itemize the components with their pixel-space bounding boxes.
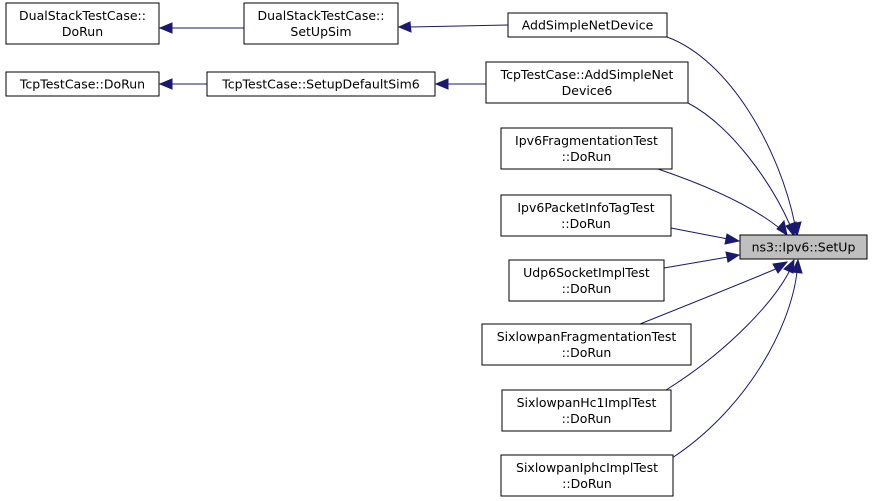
arrowhead-icon <box>724 233 741 245</box>
edge-line <box>671 271 798 459</box>
node-dual-setupsim[interactable]: DualStackTestCase::SetUpSim <box>243 2 399 45</box>
arrowhead-icon <box>776 219 788 237</box>
arrowhead-icon <box>158 22 173 34</box>
node-sixiphc-dorun[interactable]: SixlowpanIphcImplTest::DoRun <box>500 454 674 497</box>
node-label: ::DoRun <box>562 476 612 491</box>
node-label: AddSimpleNetDevice <box>522 18 654 33</box>
edge-ipv6-setup-to-sixhc1-dorun <box>665 258 795 391</box>
node-label: ::DoRun <box>561 216 611 231</box>
node-label: DoRun <box>62 24 103 39</box>
node-box <box>500 194 672 237</box>
edge-ipv6-setup-to-ipv6frag-dorun <box>657 168 788 237</box>
node-box <box>739 234 868 260</box>
arrowhead-icon <box>791 258 803 274</box>
node-box <box>508 259 665 302</box>
node-label: SixlowpanHc1ImplTest <box>517 395 657 410</box>
node-box <box>5 2 160 45</box>
node-label: TcpTestCase::DoRun <box>19 77 145 92</box>
edge-line <box>663 256 729 269</box>
node-addsimplenetdevice[interactable]: AddSimpleNetDevice <box>507 12 668 38</box>
arrowhead-icon <box>772 261 789 274</box>
edge-ipv6-setup-to-tcp-addsimplenetdevice6 <box>687 102 797 238</box>
edge-tcp-addsimplenetdevice6-to-tcp-setupdefaultsim6 <box>434 78 486 90</box>
node-box <box>500 454 674 497</box>
node-label: Ipv6PacketInfoTagTest <box>517 200 654 215</box>
arrowhead-icon <box>434 78 449 90</box>
node-box <box>500 127 673 170</box>
edge-line <box>670 227 729 240</box>
edge-ipv6-setup-to-udp6-dorun <box>663 251 741 269</box>
edge-line <box>666 36 796 226</box>
arrowhead-icon <box>397 21 412 33</box>
node-label: DualStackTestCase:: <box>258 8 385 23</box>
node-sixhc1-dorun[interactable]: SixlowpanHc1ImplTest::DoRun <box>501 389 672 432</box>
edge-tcp-setupdefaultsim6-to-tcp-dorun <box>158 78 207 90</box>
node-label: Udp6SocketImplTest <box>523 265 650 280</box>
edge-line <box>665 269 791 391</box>
node-box <box>243 2 399 45</box>
edge-ipv6-setup-to-sixfrag-dorun <box>639 261 789 325</box>
node-udp6-dorun[interactable]: Udp6SocketImplTest::DoRun <box>508 259 665 302</box>
node-box <box>507 12 668 38</box>
node-label: ::DoRun <box>562 411 612 426</box>
node-tcp-setupdefaultsim6[interactable]: TcpTestCase::SetupDefaultSim6 <box>206 71 436 97</box>
edge-line <box>639 267 779 325</box>
node-dual-dorun[interactable]: DualStackTestCase::DoRun <box>5 2 160 45</box>
edge-ipv6-setup-to-sixiphc-dorun <box>671 258 803 459</box>
arrowhead-icon <box>785 221 797 238</box>
node-label: ::DoRun <box>562 149 612 164</box>
node-label: Device6 <box>562 83 613 98</box>
edge-dual-setupsim-to-dual-dorun <box>158 22 244 34</box>
node-label: ::DoRun <box>562 281 612 296</box>
edge-ipv6-setup-to-ipv6pkt-dorun <box>670 227 741 245</box>
node-box <box>501 389 672 432</box>
node-label: SixlowpanIphcImplTest <box>516 460 658 475</box>
node-label: TcpTestCase::AddSimpleNet <box>500 67 674 82</box>
edge-line <box>687 102 791 226</box>
node-label: DualStackTestCase:: <box>19 8 146 23</box>
node-label: ::DoRun <box>562 345 612 360</box>
arrowhead-icon <box>725 251 741 263</box>
edge-line <box>409 24 509 28</box>
node-box <box>481 323 692 366</box>
node-ipv6-setup[interactable]: ns3::Ipv6::SetUp <box>739 234 868 260</box>
node-label: SetUpSim <box>290 24 351 39</box>
node-box <box>485 61 689 104</box>
node-sixfrag-dorun[interactable]: SixlowpanFragmentationTest::DoRun <box>481 323 692 366</box>
arrowhead-icon <box>158 78 173 90</box>
arrowhead-icon <box>783 258 795 274</box>
node-box <box>206 71 436 97</box>
node-ipv6pkt-dorun[interactable]: Ipv6PacketInfoTagTest::DoRun <box>500 194 672 237</box>
node-tcp-dorun[interactable]: TcpTestCase::DoRun <box>5 71 160 97</box>
edge-line <box>657 168 779 228</box>
node-label: TcpTestCase::SetupDefaultSim6 <box>221 77 420 92</box>
node-label: Ipv6FragmentationTest <box>515 133 658 148</box>
node-ipv6frag-dorun[interactable]: Ipv6FragmentationTest::DoRun <box>500 127 673 170</box>
edges-layer <box>158 21 803 459</box>
edge-addsimplenetdevice-to-dual-setupsim <box>397 21 509 33</box>
node-box <box>5 71 160 97</box>
node-label: ns3::Ipv6::SetUp <box>752 240 856 255</box>
nodes-layer: DualStackTestCase::DoRunDualStackTestCas… <box>5 2 868 497</box>
node-label: SixlowpanFragmentationTest <box>497 329 677 344</box>
